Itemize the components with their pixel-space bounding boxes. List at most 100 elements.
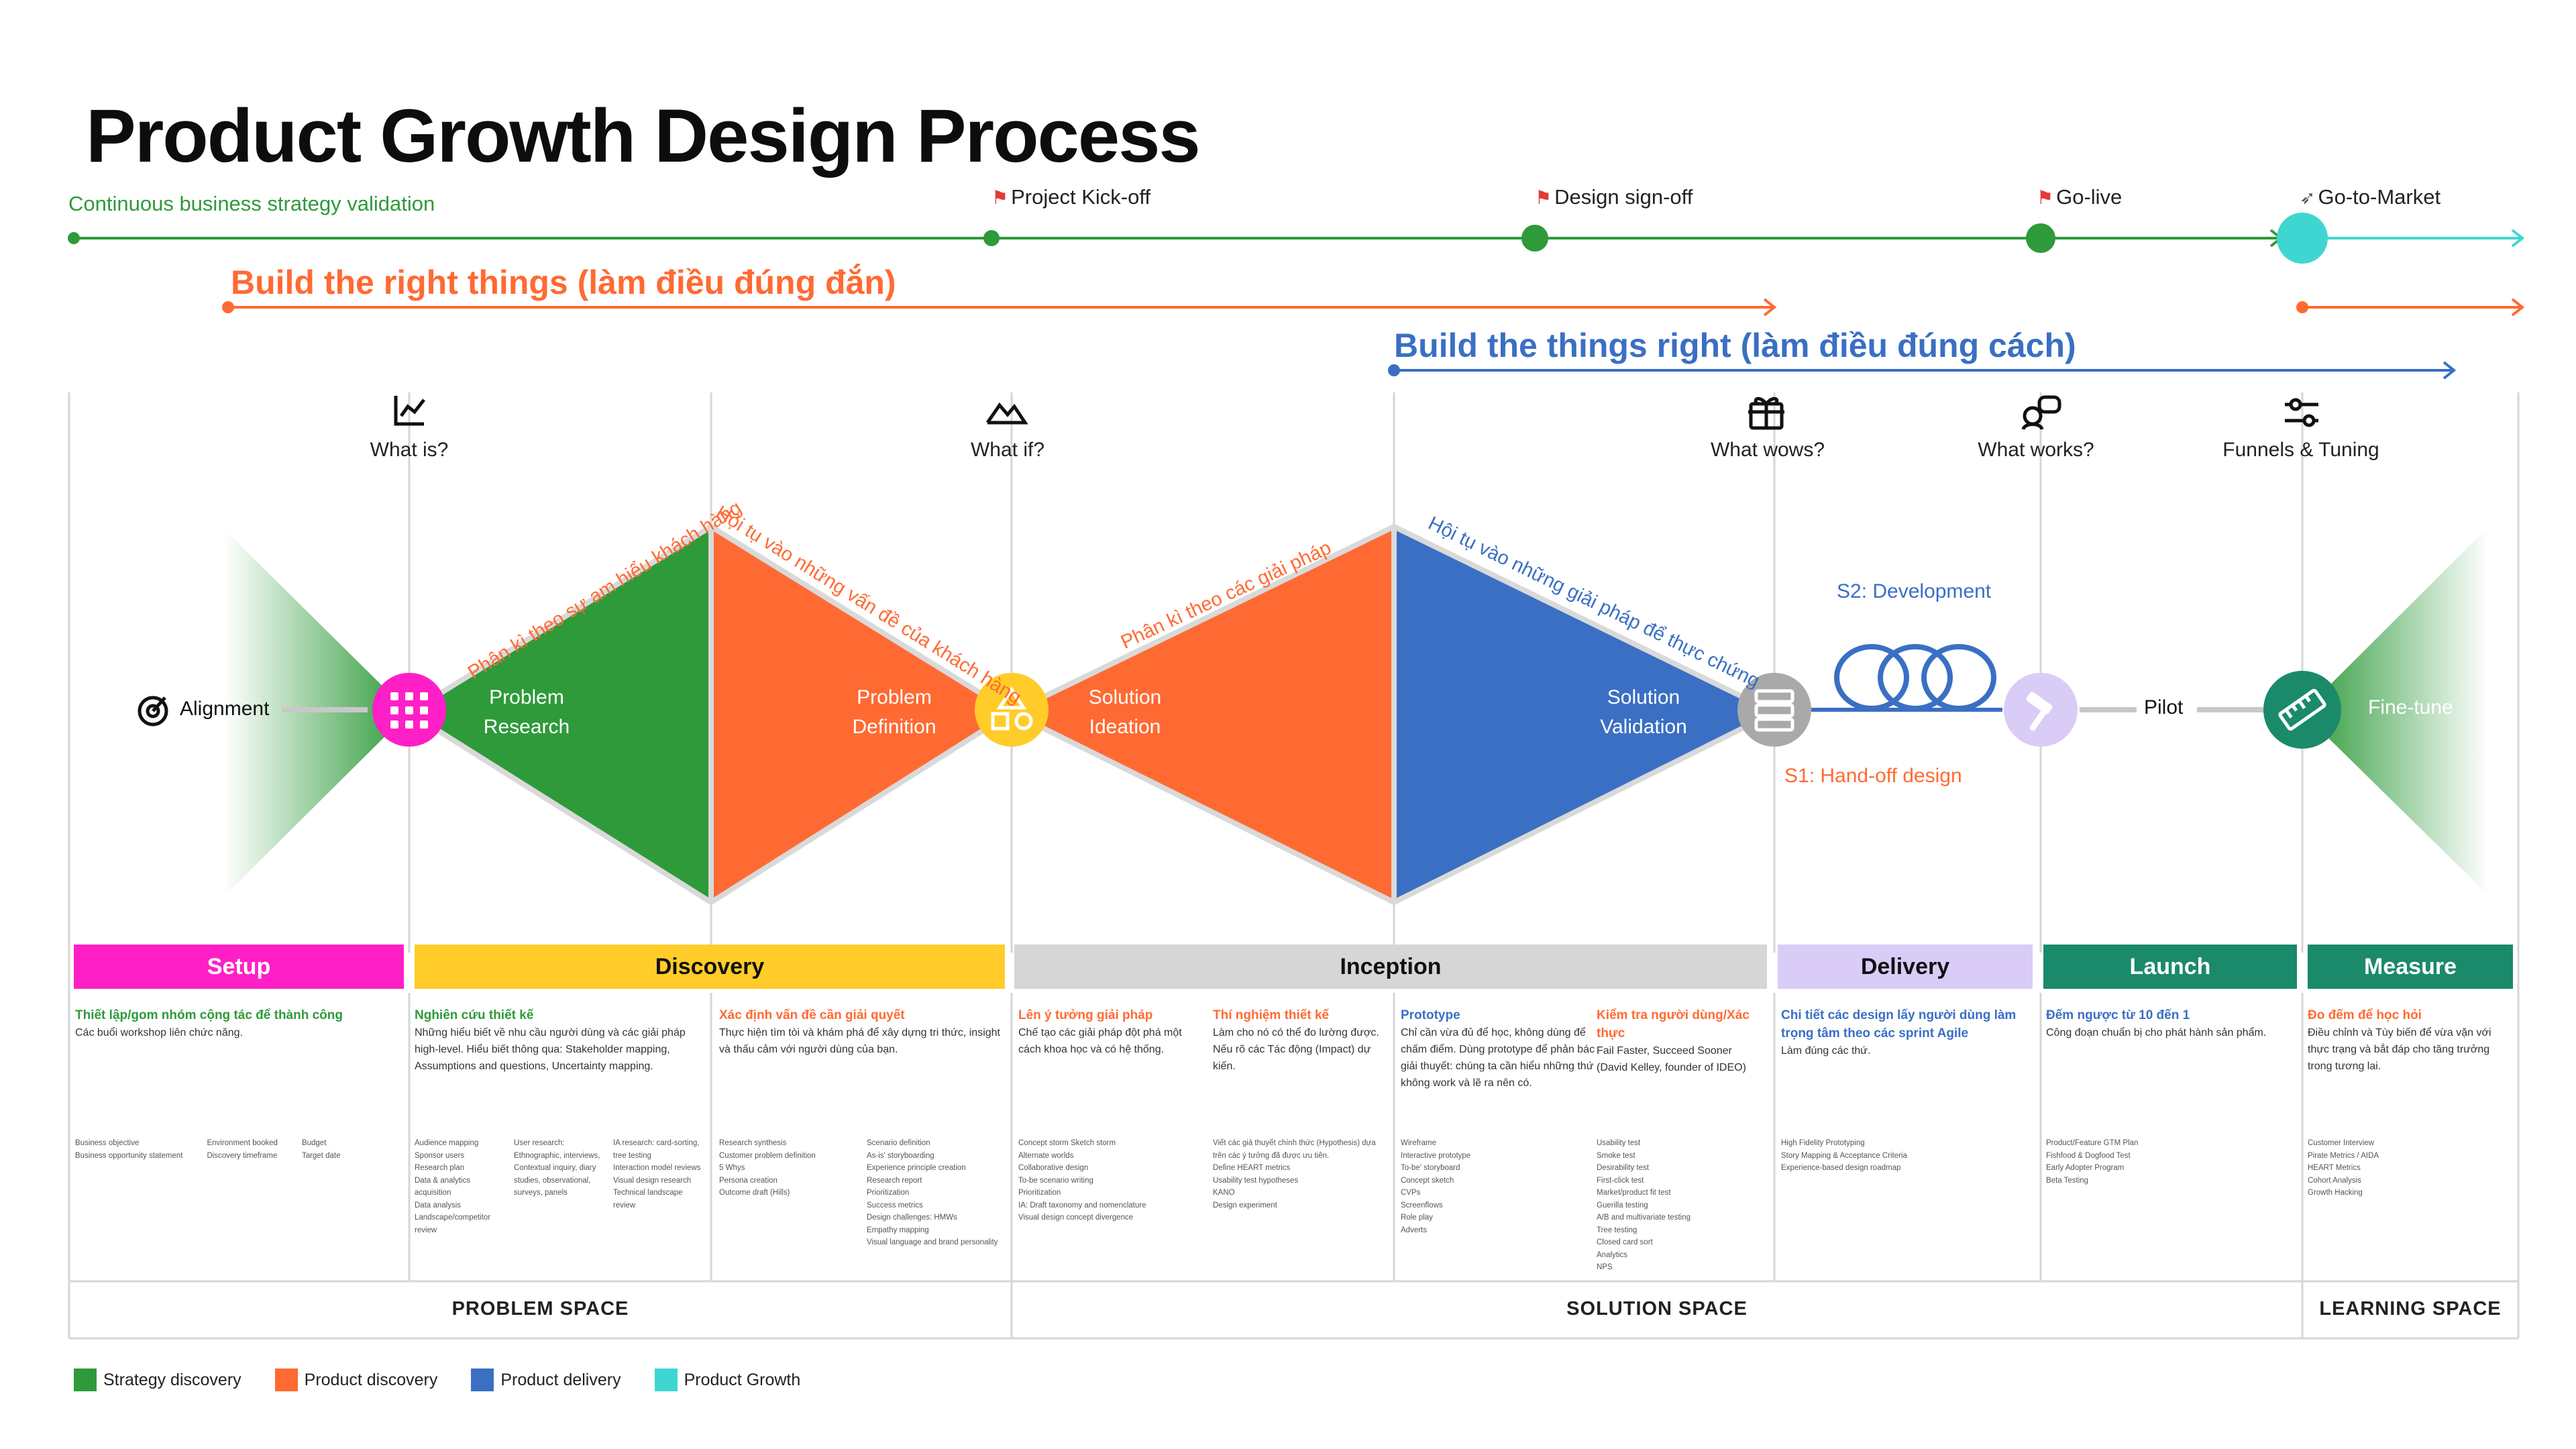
mini-list: Scenario definition As-is' storyboarding… <box>867 1139 998 1246</box>
column-launch: Đếm ngược từ 10 đến 1 Công đoạn chuẩn bị… <box>2046 1006 2298 1041</box>
grid-icon <box>390 692 428 729</box>
fine-tune-label: Fine-tune <box>2368 696 2453 718</box>
phase-setup: Setup <box>74 945 404 989</box>
column-design-research-mini: Audience mapping Sponsor users Research … <box>415 1137 703 1236</box>
milestone-golive: ⚑Go-live <box>2037 185 2123 209</box>
column-heading: Thiết lập/gom nhóm cộng tác để thành côn… <box>75 1008 343 1022</box>
gtm-dot <box>2277 213 2328 264</box>
build-right-things-label: Build the right things (làm điều đúng đắ… <box>231 264 896 301</box>
build-things-right-label: Build the things right (làm điều đúng cá… <box>1394 327 2076 364</box>
mini-list: Research synthesis Customer problem defi… <box>719 1139 816 1197</box>
problem-definition-triangle <box>708 524 1014 905</box>
column-heading: Chi tiết các design lấy người dùng làm t… <box>1781 1008 2017 1040</box>
learning-space-label: LEARNING SPACE <box>2319 1298 2502 1320</box>
s1-handoff-label: S1: Hand-off design <box>1784 765 1962 787</box>
signoff-dot <box>1521 225 1548 252</box>
mountain-icon <box>985 402 1028 425</box>
column-delivery: Chi tiết các design lấy người dùng làm t… <box>1781 1006 2036 1059</box>
chat-icon <box>2021 395 2061 431</box>
mini-list: Wireframe Interactive prototype To-be' s… <box>1401 1139 1471 1234</box>
mini-list: Customer Interview Pirate Metrics / AIDA… <box>2308 1139 2379 1197</box>
column-prototype: Prototype Chỉ cần vừa đủ để học, không d… <box>1401 1006 1595 1091</box>
column-text: Fail Faster, Succeed Sooner (David Kelle… <box>1597 1045 1746 1073</box>
alignment-cone <box>225 530 409 896</box>
column-text: Những hiểu biết về nhu cầu người dùng và… <box>415 1027 686 1072</box>
legend-swatch <box>274 1368 298 1391</box>
sliders-icon <box>2285 398 2318 427</box>
mini-list: Usability test Smoke test Desirability t… <box>1597 1139 1690 1271</box>
legend-item: Product Growth <box>654 1368 800 1391</box>
timeline-start-dot <box>68 232 80 244</box>
mini-list: Audience mapping Sponsor users Research … <box>415 1139 491 1234</box>
mini-list: Budget Target date <box>301 1139 341 1160</box>
legend: Strategy discovery Product discovery Pro… <box>74 1368 800 1391</box>
column-text: Điều chỉnh và Tùy biến để vừa vặn với th… <box>2308 1027 2491 1072</box>
column-text: Làm cho nó có thể đo lường được. Nếu rõ … <box>1213 1027 1379 1072</box>
question-what-if: What if? <box>970 439 1045 461</box>
column-heading: Lên ý tưởng giải pháp <box>1018 1008 1153 1022</box>
mini-list: Product/Feature GTM Plan Fishfood & Dogf… <box>2046 1139 2139 1185</box>
solution-space-label: SOLUTION SPACE <box>1566 1298 1748 1320</box>
column-ideation: Lên ý tưởng giải pháp Chế tạo các giải p… <box>1018 1006 1199 1058</box>
column-heading: Xác định vấn đề cần giải quyết <box>719 1008 905 1022</box>
flag-icon: ⚑ <box>1535 187 1552 208</box>
golive-dot <box>2026 223 2055 253</box>
question-what-wows: What wows? <box>1710 439 1825 461</box>
question-what-is: What is? <box>370 439 449 461</box>
column-experiment: Thí nghiệm thiết kế Làm cho nó có thể đo… <box>1213 1006 1391 1075</box>
phase-delivery: Delivery <box>1778 945 2033 989</box>
column-text: Chỉ cần vừa đủ để học, không dùng để chấ… <box>1401 1027 1595 1089</box>
column-heading: Thí nghiệm thiết kế <box>1213 1008 1330 1022</box>
phase-launch: Launch <box>2043 945 2297 989</box>
alignment-label: Alignment <box>180 698 270 720</box>
legend-swatch <box>471 1368 494 1391</box>
mini-list: Business objective Business opportunity … <box>75 1139 183 1160</box>
ruler-icon <box>2278 688 2326 731</box>
mini-list: High Fidelity Prototyping Story Mapping … <box>1781 1139 1907 1172</box>
column-text: Các buổi workshop liên chức năng. <box>75 1027 243 1038</box>
mini-list: User research: Ethnographic, interviews,… <box>514 1139 600 1197</box>
solution-validation-triangle <box>1391 524 1777 905</box>
milestone-gtm: ➶Go-to-Market <box>2300 185 2441 209</box>
page-title: Product Growth Design Process <box>86 94 1201 178</box>
column-heading: Đo đếm để học hỏi <box>2308 1008 2422 1022</box>
mini-list: Environment booked Discovery timeframe <box>207 1139 278 1160</box>
column-setup-mini: Business objective Business opportunity … <box>75 1137 397 1162</box>
phase-discovery: Discovery <box>415 945 1005 989</box>
mini-list: Concept storm Sketch storm Alternate wor… <box>1018 1139 1146 1222</box>
column-heading: Prototype <box>1401 1008 1460 1022</box>
legend-swatch <box>74 1368 97 1391</box>
legend-swatch <box>654 1368 678 1391</box>
column-define-problem-mini: Research synthesis Customer problem defi… <box>719 1137 1004 1249</box>
column-define-problem: Xác định vấn đề cần giải quyết Thực hiện… <box>719 1006 1004 1058</box>
target-icon <box>138 696 168 727</box>
flag-icon: ⚑ <box>2037 187 2054 208</box>
problem-space-label: PROBLEM SPACE <box>451 1298 629 1320</box>
legend-item: Product delivery <box>471 1368 621 1391</box>
hammer-icon <box>2026 692 2053 731</box>
column-design-research: Nghiên cứu thiết kế Những hiểu biết về n… <box>415 1006 703 1075</box>
column-measure: Đo đếm để học hỏi Điều chỉnh và Tùy biến… <box>2308 1006 2512 1075</box>
column-text: Công đoạn chuẩn bị cho phát hành sản phẩ… <box>2046 1027 2267 1038</box>
shapes-icon <box>991 686 1033 731</box>
column-text: Thực hiện tìm tòi và khám phá để xây dựn… <box>719 1027 1000 1055</box>
column-heading: Kiểm tra người dùng/Xác thực <box>1597 1008 1750 1040</box>
column-text: Làm đúng các thứ. <box>1781 1045 1871 1057</box>
development-coil <box>1834 644 1996 711</box>
timeline-left-label: Continuous business strategy validation <box>68 192 435 215</box>
kickoff-dot <box>983 230 1000 246</box>
phase-measure: Measure <box>2308 945 2513 989</box>
column-text: Chế tạo các giải pháp đột phá một cách k… <box>1018 1027 1182 1055</box>
ruler-node <box>2263 671 2341 749</box>
question-what-works: What works? <box>1978 439 2094 461</box>
gift-icon <box>1748 396 1784 430</box>
flag-icon: ⚑ <box>991 187 1009 208</box>
milestone-signoff: ⚑Design sign-off <box>1535 185 1693 209</box>
